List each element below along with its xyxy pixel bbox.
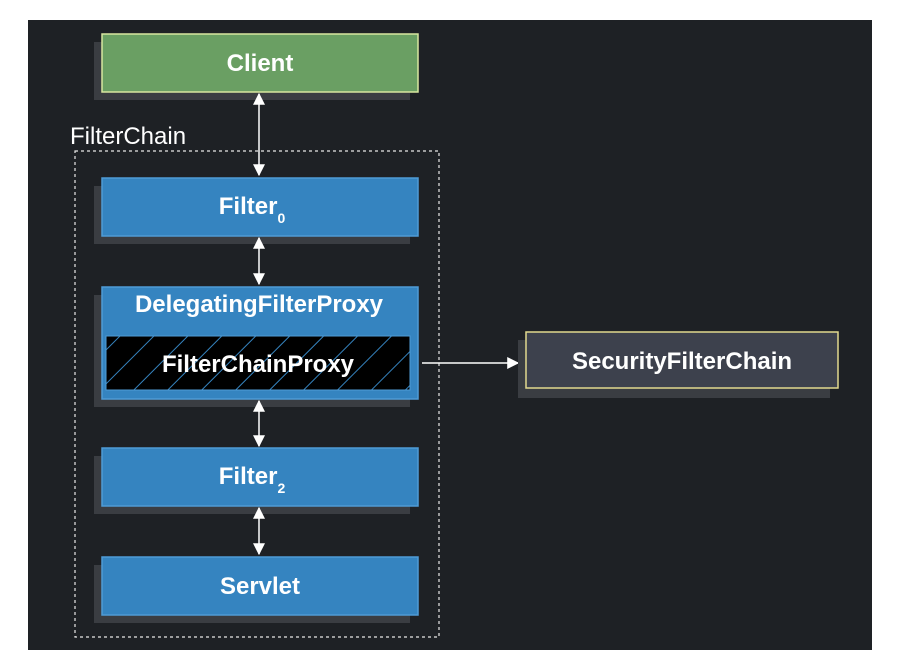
filter0-subscript: 0 [277,210,285,226]
security-filter-chain-node: SecurityFilterChain [518,331,839,398]
delegating-proxy-node: DelegatingFilterProxy FilterChainProxy [94,286,419,407]
diagram-canvas: Client FilterChain Filter0 DelegatingFil… [28,20,872,650]
diagram-svg: Client FilterChain Filter0 DelegatingFil… [70,33,839,638]
servlet-label: Servlet [220,573,300,600]
filter-chain-proxy-label: FilterChainProxy [162,351,355,378]
client-box [101,33,419,93]
filter0-node: Filter0 [94,177,419,244]
filter2-subscript: 2 [277,480,285,496]
filter2-label: Filter2 [219,463,286,496]
servlet-node: Servlet [94,556,419,623]
security-filter-chain-label: SecurityFilterChain [572,348,792,375]
filter0-box [101,177,419,237]
filter0-label: Filter0 [219,193,286,226]
client-node: Client [94,33,419,100]
filter2-box [101,447,419,507]
filter2-node: Filter2 [94,447,419,514]
security-filter-chain-box [525,331,839,389]
client-label: Client [227,50,294,77]
delegating-proxy-label: DelegatingFilterProxy [135,291,384,318]
filter2-label-text: Filter [219,463,278,490]
filter0-label-text: Filter [219,193,278,220]
filter-chain-proxy-node: FilterChainProxy [105,335,411,391]
servlet-box [101,556,419,616]
filter-chain-label: FilterChain [70,123,186,150]
filter-chain-proxy-box [105,335,411,391]
